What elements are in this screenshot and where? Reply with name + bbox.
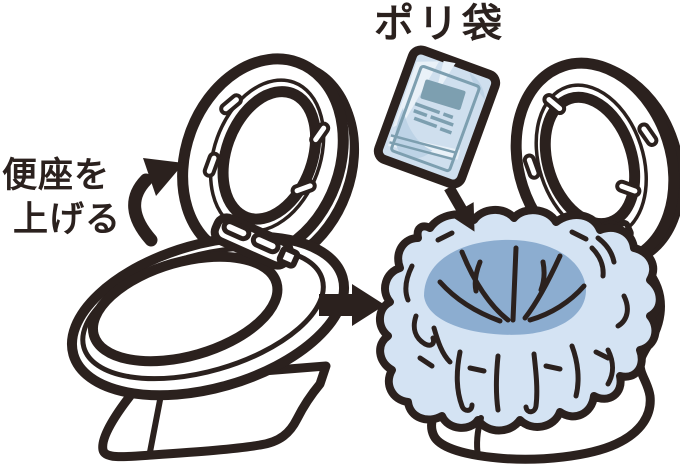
toilet-right-pedestal-crease (474, 415, 484, 459)
lift-seat-label-line1: 便座を (2, 156, 111, 195)
package-fold-lines (389, 134, 458, 161)
poly-bag-package (373, 45, 501, 189)
bag-over-bowl (376, 206, 664, 435)
toilet-right (376, 57, 680, 464)
lift-seat-label-line2: 上げる (13, 200, 122, 239)
poly-bag-label: ポリ袋 (374, 2, 506, 46)
package-label-lines (413, 102, 454, 135)
toilet-left-bowl (66, 231, 350, 401)
toilet-left (66, 53, 360, 462)
step-arrow-icon (319, 284, 385, 326)
toilet-left-pedestal-crease (147, 397, 163, 455)
toilet-left-bowl-opening (87, 251, 283, 367)
toilet-left-seat-bumpers (202, 93, 331, 198)
toilet-left-hinge (210, 213, 301, 270)
toilet-right-seat-bumpers (522, 93, 659, 198)
package-label-block (420, 79, 466, 110)
bag-skirt-folds (417, 325, 615, 415)
package-inner-border (390, 64, 481, 173)
bag-funnel-creases (437, 245, 587, 324)
lift-arrow-icon (128, 158, 184, 247)
insert-arrow-icon (444, 184, 475, 232)
bag-rim-creases (403, 229, 630, 348)
package-shading (395, 72, 485, 159)
